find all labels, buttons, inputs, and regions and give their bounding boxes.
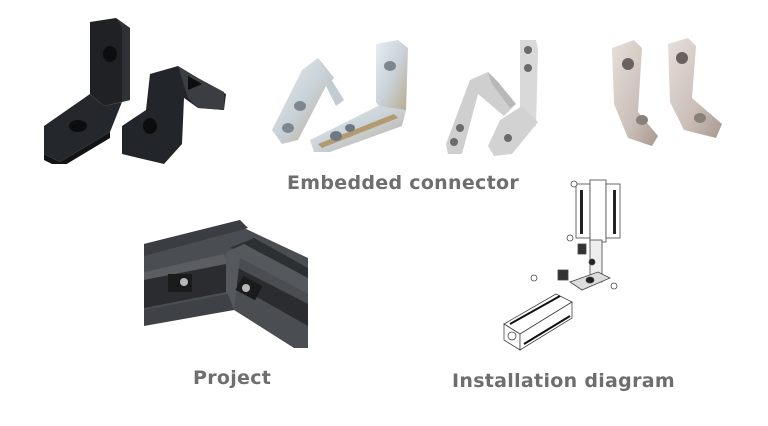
- installation-diagram: [494, 174, 634, 354]
- product-image-nickel-connectors: [604, 38, 732, 150]
- product-image-black-connectors: [38, 14, 238, 164]
- product-image-zinc-connectors: [258, 36, 428, 156]
- caption-project: Project: [193, 367, 272, 389]
- caption-embedded-connector: Embedded connector: [287, 172, 519, 194]
- project-photo: [144, 214, 308, 348]
- caption-installation-diagram: Installation diagram: [452, 370, 675, 392]
- product-image-aluminum-connectors: [440, 36, 550, 160]
